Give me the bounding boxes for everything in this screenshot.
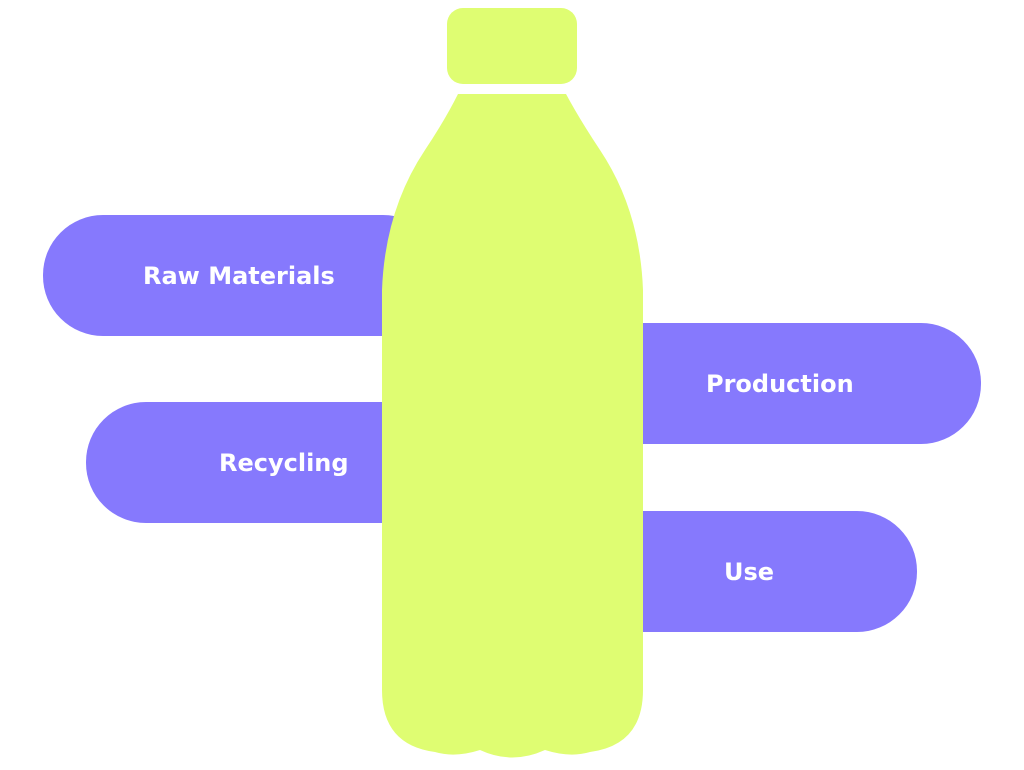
stage-label: Recycling	[219, 448, 349, 477]
stage-production: Production	[580, 323, 981, 444]
stage-label: Production	[706, 369, 854, 398]
bottle-body	[382, 94, 643, 758]
stage-raw-materials: Raw Materials	[43, 215, 443, 336]
bottle-cap	[447, 8, 577, 84]
stage-label: Use	[724, 557, 775, 586]
stage-label: Raw Materials	[143, 261, 335, 290]
